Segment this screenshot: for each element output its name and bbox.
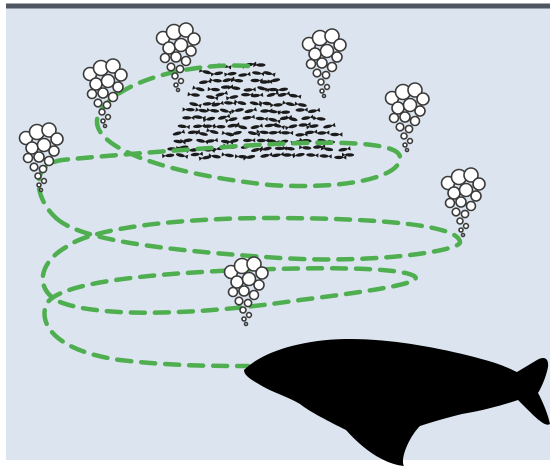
bubble-net-feeding-diagram: [0, 0, 556, 466]
